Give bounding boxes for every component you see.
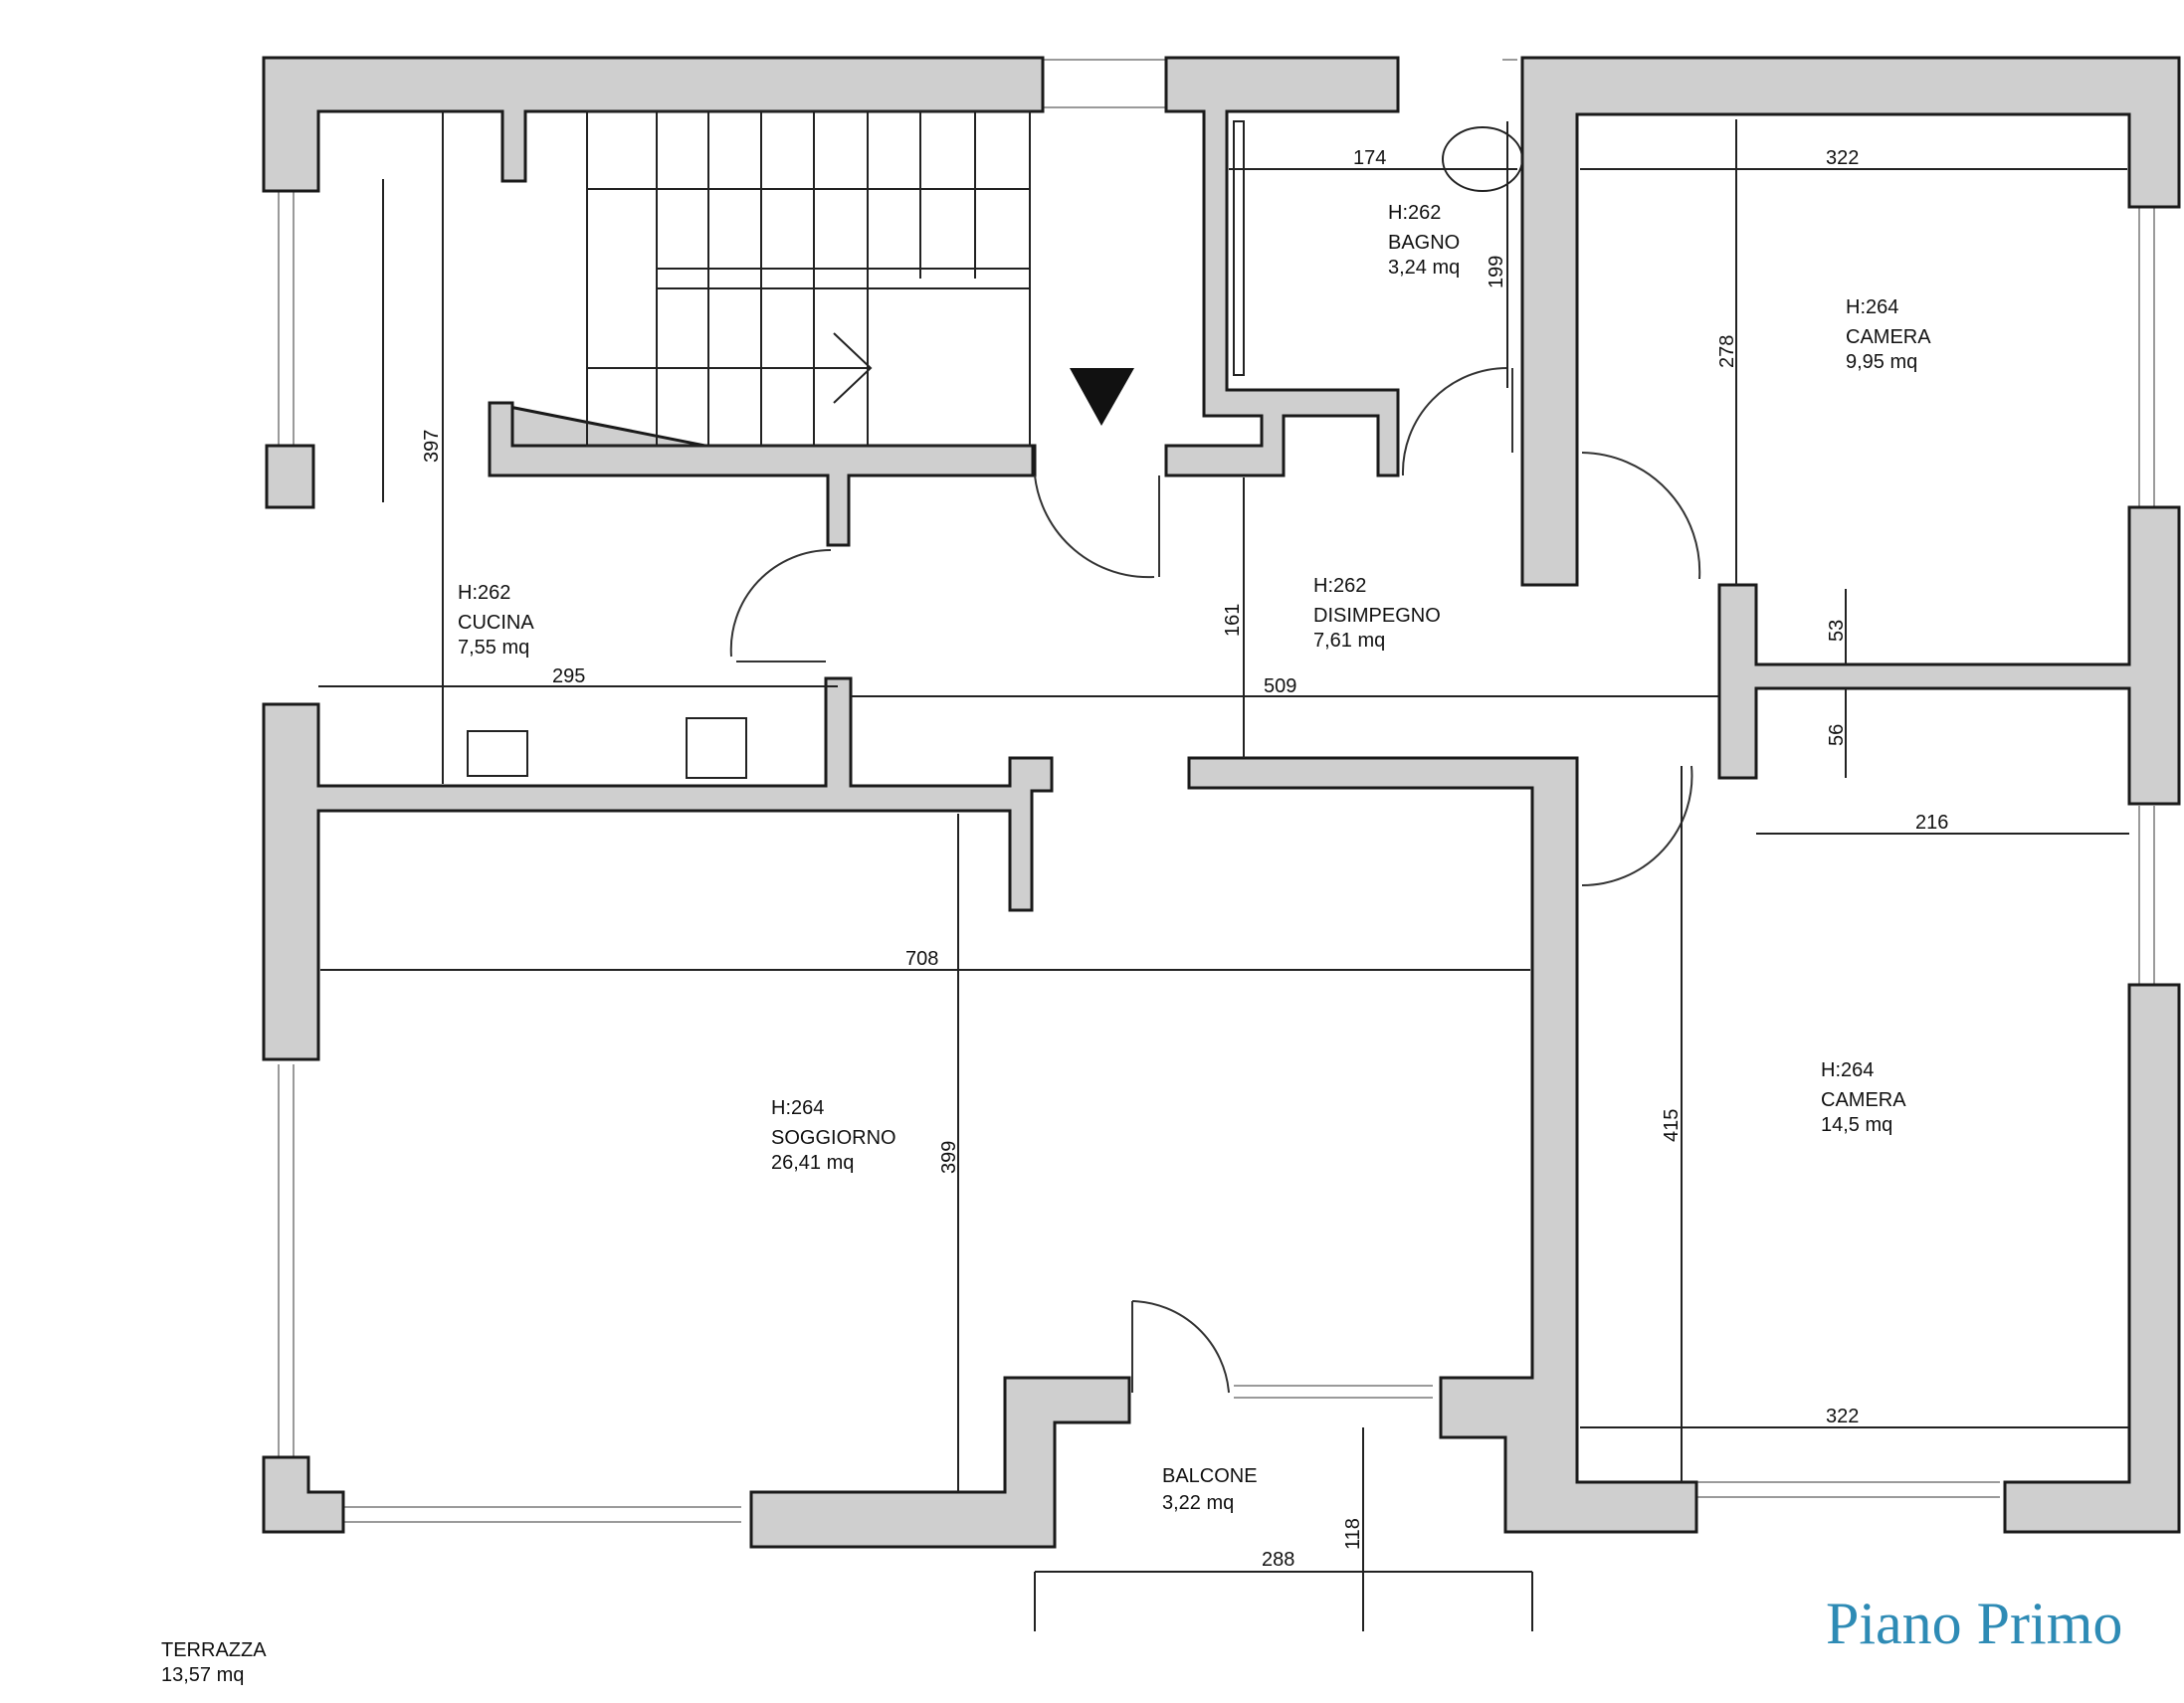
room-disimpegno: H:262 DISIMPEGNO 7,61 mq [1313, 575, 1441, 652]
bagno-height: H:262 [1388, 202, 1441, 224]
staircase [586, 110, 1134, 447]
room-terrazza: TERRAZZA 13,57 mq [161, 1639, 267, 1686]
camera1-name: CAMERA [1846, 326, 1931, 348]
dim-closet-lower: 56 [1826, 724, 1848, 746]
entrance-arrow-icon [1070, 368, 1134, 426]
floor-title: Piano Primo [1826, 1591, 2122, 1656]
camera1-height: H:264 [1846, 296, 1898, 318]
bagno-area: 3,24 mq [1388, 257, 1460, 279]
room-bagno: H:262 BAGNO 3,24 mq [1388, 202, 1460, 279]
windows [278, 59, 2155, 1523]
camera1-area: 9,95 mq [1846, 351, 1917, 373]
cucina-height: H:262 [458, 582, 510, 604]
disimpegno-area: 7,61 mq [1313, 630, 1385, 652]
dim-closet-upper: 53 [1826, 620, 1848, 642]
camera2-name: CAMERA [1821, 1089, 1906, 1111]
dim-disimpegno-depth: 161 [1222, 604, 1244, 637]
room-camera-2: H:264 CAMERA 14,5 mq [1821, 1059, 1906, 1136]
dim-soggiorno-depth: 399 [938, 1141, 960, 1174]
camera2-height: H:264 [1821, 1059, 1874, 1081]
dim-cucina-width: 295 [552, 665, 585, 687]
dim-soggiorno-width: 708 [905, 948, 938, 970]
disimpegno-height: H:262 [1313, 575, 1366, 597]
dim-camera1-width: 322 [1826, 147, 1859, 169]
dim-camera1-depth: 278 [1716, 335, 1738, 368]
terrazza-name: TERRAZZA [161, 1639, 267, 1661]
dim-balcone-width: 288 [1262, 1549, 1294, 1571]
fixtures [382, 120, 1523, 779]
cucina-area: 7,55 mq [458, 637, 529, 659]
room-balcone: BALCONE 3,22 mq [1162, 1465, 1258, 1514]
soggiorno-area: 26,41 mq [771, 1152, 854, 1174]
camera2-area: 14,5 mq [1821, 1114, 1892, 1136]
soggiorno-name: SOGGIORNO [771, 1127, 896, 1149]
dim-camera2-depth: 415 [1661, 1109, 1683, 1142]
cucina-name: CUCINA [458, 612, 534, 634]
balcone-area: 3,22 mq [1162, 1492, 1234, 1514]
dim-camera2-width: 322 [1826, 1406, 1859, 1427]
room-cucina: H:262 CUCINA 7,55 mq [458, 582, 534, 659]
dim-cucina-depth: 397 [421, 430, 443, 463]
dim-closet-width: 216 [1915, 812, 1948, 834]
soggiorno-height: H:264 [771, 1097, 824, 1119]
dim-bagno-width: 174 [1353, 147, 1386, 169]
dim-balcone-depth: 118 [1342, 1518, 1364, 1550]
bagno-name: BAGNO [1388, 232, 1460, 254]
room-camera-1: H:264 CAMERA 9,95 mq [1846, 296, 1931, 373]
room-soggiorno: H:264 SOGGIORNO 26,41 mq [771, 1097, 896, 1174]
terrazza-area: 13,57 mq [161, 1664, 244, 1686]
dim-bagno-depth: 199 [1486, 256, 1507, 288]
walls [262, 56, 2181, 1549]
disimpegno-name: DISIMPEGNO [1313, 605, 1441, 627]
dim-disimpegno-width: 509 [1264, 675, 1296, 697]
balcone-name: BALCONE [1162, 1465, 1258, 1487]
dimension-lines [318, 111, 2129, 1631]
doors [729, 367, 1701, 1394]
dimension-labels: 174 199 322 278 397 295 161 509 53 56 21… [421, 147, 1948, 1571]
